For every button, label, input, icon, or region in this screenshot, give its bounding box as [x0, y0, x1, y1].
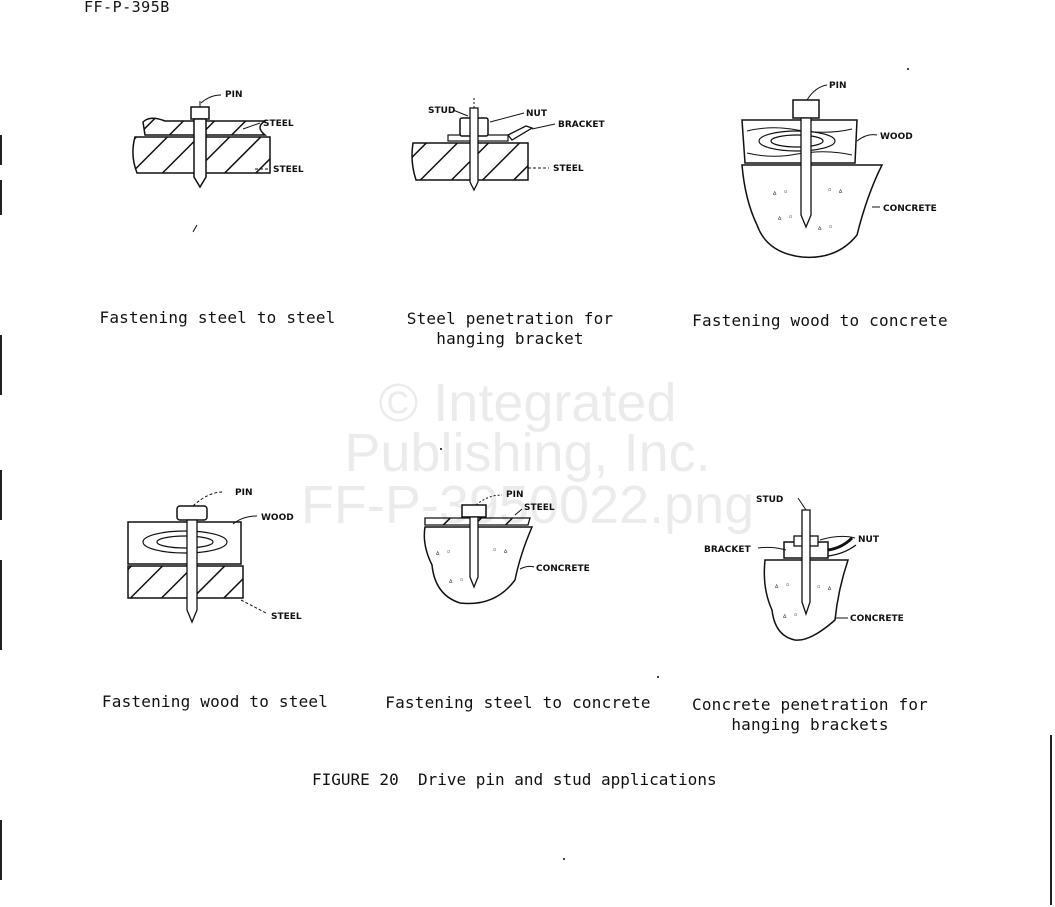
caption-wood-to-steel: Fastening wood to steel: [101, 692, 329, 711]
document-id: FF-P-395B: [84, 0, 170, 16]
caption-concrete-penetration-brackets: Concrete penetration for hanging bracket…: [692, 695, 928, 734]
caption-steel-to-steel: Fastening steel to steel: [99, 308, 336, 327]
scan-speck: [563, 858, 565, 860]
scan-speck: [657, 676, 659, 678]
scan-edge-mark: [0, 335, 2, 395]
svg-text:▵ ◦: ▵ ◦: [817, 223, 833, 233]
label-steel-top: STEEL: [263, 119, 294, 129]
diagram-steel-to-concrete: ▵ ◦ ◦ ▵ ▵ ◦ PIN STEEL CONCRETE: [423, 490, 590, 605]
svg-text:▵ ◦: ▵ ◦: [448, 576, 464, 586]
label-wood: WOOD: [880, 132, 913, 142]
watermark-line: © Integrated: [378, 373, 677, 433]
diagram-wood-to-steel: PIN WOOD STEEL: [127, 488, 302, 624]
label-nut: NUT: [526, 109, 548, 119]
label-wood: WOOD: [261, 513, 294, 523]
svg-text:▵ ◦: ▵ ◦: [774, 581, 790, 591]
diagram-wood-to-concrete: ▵ ◦ ◦ ▵ ▵ ◦ ▵ ◦ PIN WOOD CONCRETE: [741, 81, 937, 259]
label-stud: STUD: [756, 495, 783, 505]
diagram-steel-penetration-bracket: STUD NUT BRACKET STEEL: [411, 98, 605, 192]
scan-edge-mark: [0, 135, 2, 165]
diagram-steel-to-steel: PIN STEEL STEEL: [132, 90, 304, 233]
scan-edge-mark: [0, 470, 2, 520]
svg-text:◦ ▵: ◦ ▵: [492, 546, 508, 556]
diagram-concrete-penetration-brackets: ▵ ◦ ◦ ▵ ▵ ◦ STUD BRACKET NUT CONCRETE: [704, 495, 904, 641]
label-concrete: CONCRETE: [883, 204, 937, 214]
label-steel: STEEL: [553, 164, 584, 174]
label-pin: PIN: [506, 490, 523, 500]
scan-speck: [440, 448, 442, 450]
svg-text:◦ ▵: ◦ ▵: [827, 186, 843, 196]
caption-wood-to-concrete: Fastening wood to concrete: [692, 311, 948, 330]
label-steel-bottom: STEEL: [273, 165, 304, 175]
caption-steel-to-concrete: Fastening steel to concrete: [385, 693, 651, 712]
svg-text:▵ ◦: ▵ ◦: [777, 213, 793, 223]
label-nut: NUT: [858, 535, 880, 545]
label-concrete: CONCRETE: [850, 614, 904, 624]
label-bracket: BRACKET: [558, 120, 605, 130]
scan-edge-mark: [0, 820, 2, 880]
watermark-line: Publishing, Inc.: [344, 423, 711, 483]
scan-edge-mark: [0, 560, 2, 650]
scan-edge-mark: [1050, 735, 1052, 905]
caption-steel-penetration-bracket: Steel penetration for hanging bracket: [406, 309, 614, 348]
label-steel: STEEL: [271, 612, 302, 622]
svg-text:▵ ◦: ▵ ◦: [435, 548, 451, 558]
label-stud: STUD: [428, 106, 455, 116]
scan-speck: [907, 68, 909, 70]
svg-text:◦ ▵: ◦ ▵: [816, 583, 832, 593]
label-pin: PIN: [225, 90, 242, 100]
label-pin: PIN: [235, 488, 252, 498]
label-concrete: CONCRETE: [536, 564, 590, 574]
svg-text:▵ ◦: ▵ ◦: [772, 188, 788, 198]
svg-text:▵ ◦: ▵ ◦: [782, 611, 798, 621]
label-pin: PIN: [829, 81, 846, 91]
scan-edge-mark: [0, 180, 2, 215]
label-steel: STEEL: [524, 503, 555, 513]
figure-title: FIGURE 20 Drive pin and stud application…: [312, 770, 717, 789]
label-bracket: BRACKET: [704, 545, 751, 555]
